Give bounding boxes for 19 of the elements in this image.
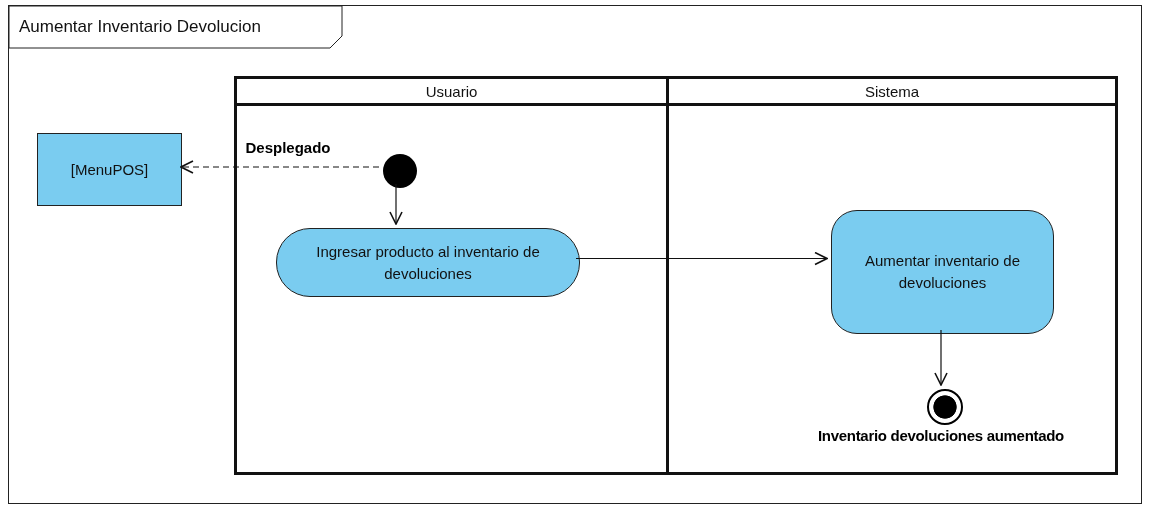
initial-node <box>383 154 417 188</box>
node-caption: Inventario devoluciones aumentado <box>818 427 1064 444</box>
arrow <box>389 183 403 225</box>
object-label: [MenuPOS] <box>70 159 149 180</box>
action-label: Aumentar inventario de devoluciones <box>863 251 1022 293</box>
edge-label: Desplegado <box>243 139 333 156</box>
swimlane <box>666 76 1118 475</box>
action-box <box>831 210 1054 334</box>
frame-title: Aumentar Inventario Devolucion <box>19 17 261 37</box>
arrow <box>575 251 828 266</box>
object-node <box>37 133 182 206</box>
action-label: Ingresar producto al inventario de devoluciones <box>315 241 541 284</box>
lane-title: Usuario <box>425 83 478 100</box>
final-node <box>927 389 963 425</box>
diagram-frame <box>8 5 1142 504</box>
dashed-arrow <box>180 160 380 174</box>
arrow <box>934 329 948 386</box>
swimlane <box>234 76 666 475</box>
lane-title: Sistema <box>864 83 920 100</box>
